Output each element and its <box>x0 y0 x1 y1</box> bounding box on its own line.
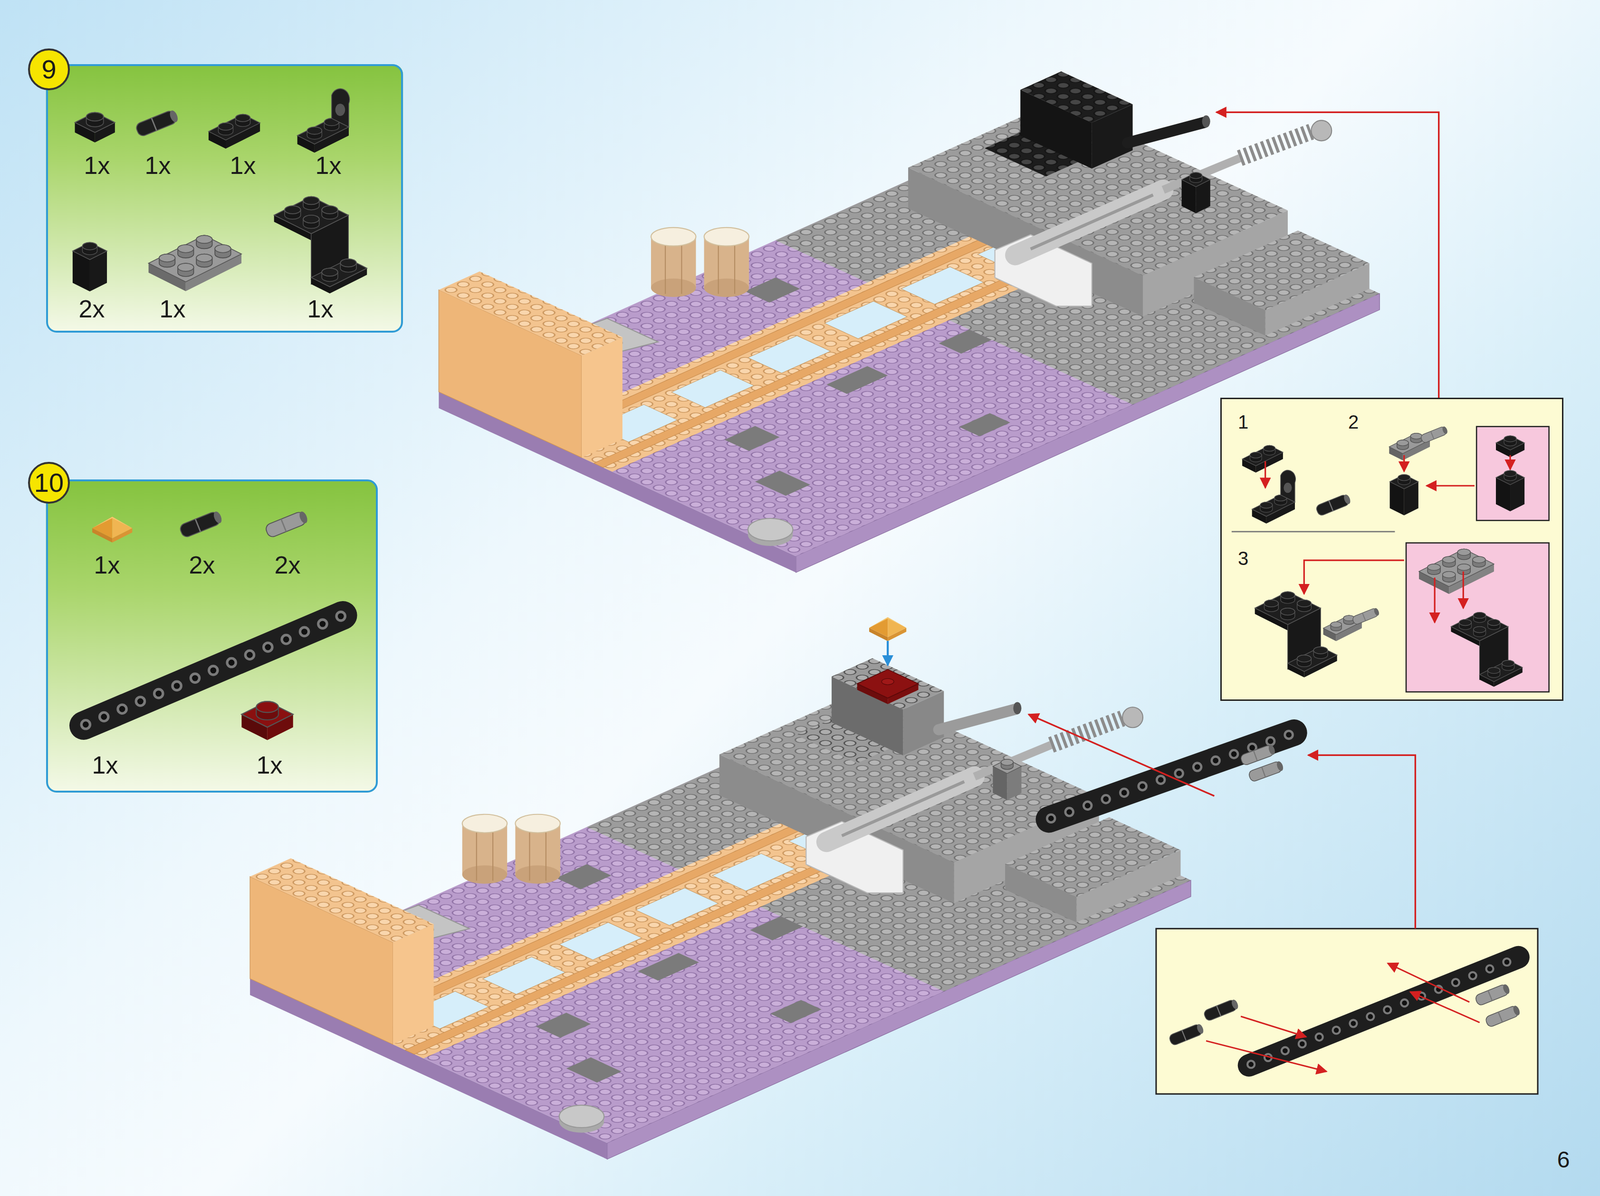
part-quantity: 1x <box>94 552 121 578</box>
step-number-circle: 9 <box>28 48 70 91</box>
part-quantity: 1x <box>92 752 119 778</box>
step-number: 10 <box>34 469 64 497</box>
parts-step-10 <box>83 509 343 740</box>
part-quantity: 1x <box>159 296 186 322</box>
parts-step-9 <box>72 88 367 294</box>
part-quantity: 1x <box>315 153 342 178</box>
callout-1-illustration <box>1231 425 1550 692</box>
callout-step-number: 1 <box>1237 412 1249 432</box>
callout-backgrounds <box>1156 398 1564 1095</box>
parts-panel-backgrounds <box>46 64 404 793</box>
parts-list-panel: 1x 1x 1x 1x 2x 1x 1x <box>46 64 403 333</box>
callout-step-number: 3 <box>1237 548 1249 568</box>
part-quantity: 2x <box>189 552 216 578</box>
part-quantity: 1x <box>144 153 172 178</box>
part-quantity: 1x <box>256 752 283 778</box>
part-quantity: 2x <box>274 552 301 578</box>
part-quantity: 1x <box>307 296 334 322</box>
part-quantity: 1x <box>229 153 257 178</box>
part-quantity: 2x <box>78 296 106 322</box>
part-quantity: 1x <box>84 153 111 178</box>
page-number: 6 <box>1557 1148 1571 1172</box>
sub-assembly-callout: 1 2 3 <box>1220 397 1564 701</box>
callout-step-number: 2 <box>1348 412 1359 432</box>
leader-arrows <box>1028 112 1439 929</box>
callout-2-illustration <box>1168 957 1522 1072</box>
step-number: 9 <box>41 56 57 83</box>
model-step-10 <box>249 617 1294 1160</box>
step-number-circle: 10 <box>28 461 70 504</box>
parts-list-panel: 1x 2x 2x 1x 1x <box>46 479 378 793</box>
